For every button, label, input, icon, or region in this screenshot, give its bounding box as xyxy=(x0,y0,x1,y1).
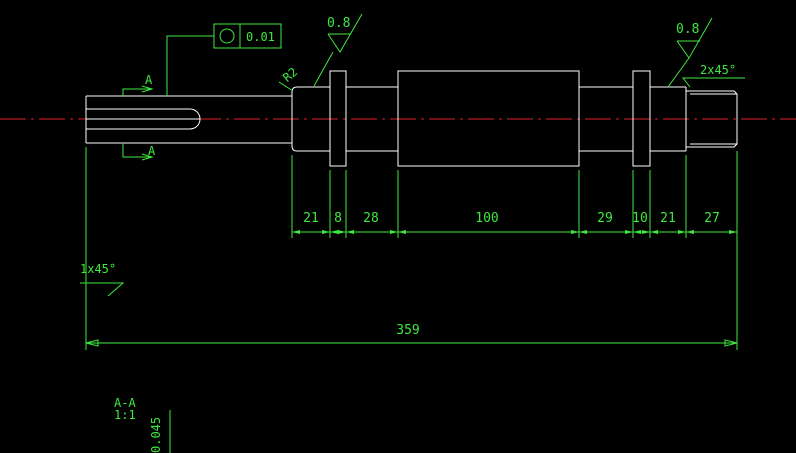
arrowhead-icon xyxy=(625,230,633,234)
section-marker-top: A xyxy=(122,73,154,96)
roughness-symbol-icon xyxy=(327,13,363,53)
tolerance-frame: 0.01 xyxy=(166,23,282,96)
collar-right xyxy=(632,70,651,167)
extension-lines xyxy=(85,147,738,350)
dim-8: 8 xyxy=(334,211,342,226)
arrowhead-icon xyxy=(642,230,650,234)
chamfer-left: 1x45° xyxy=(80,262,125,297)
arrowhead-icon xyxy=(633,230,641,234)
arrowhead-icon xyxy=(346,230,354,234)
dim-29: 29 xyxy=(597,211,613,226)
segment-29 xyxy=(579,86,633,152)
arrowhead-icon xyxy=(292,230,300,234)
arrowhead-icon xyxy=(724,339,738,347)
arrowhead-icon xyxy=(85,339,99,347)
arrowhead-icon xyxy=(650,230,658,234)
arrowhead-icon xyxy=(571,230,579,234)
chamfer-left-label: 1x45° xyxy=(80,262,116,276)
chamfer-left-leader xyxy=(80,282,125,297)
arrowhead-icon xyxy=(338,230,346,234)
thread-minor-lines xyxy=(690,93,737,145)
arrowhead-icon xyxy=(390,230,398,234)
dim-21-right: 21 xyxy=(660,211,676,226)
dim-21-left: 21 xyxy=(303,211,319,226)
arrowhead-icon xyxy=(686,230,694,234)
collar-left xyxy=(329,70,347,167)
fillet-label: R2 xyxy=(280,65,300,85)
section-letter-bottom: A xyxy=(148,144,156,158)
roughness-left-value: 0.8 xyxy=(327,16,350,31)
chamfer-right-label: 2x45° xyxy=(700,63,736,77)
dim-27: 27 xyxy=(704,211,720,226)
tolerance-leader xyxy=(166,35,214,96)
section-view: A-A 1:1 0.045 xyxy=(114,396,171,453)
roughness-left-leader xyxy=(313,51,334,87)
arrowhead-icon xyxy=(729,230,737,234)
arrowhead-icon xyxy=(141,153,154,161)
roughness-right-leader xyxy=(667,57,690,88)
section-view-title: A-A xyxy=(114,396,136,410)
roughness-right: 0.8 xyxy=(667,17,713,88)
section-view-depth: 0.045 xyxy=(149,417,163,453)
arrowhead-icon xyxy=(579,230,587,234)
section-letter-top: A xyxy=(145,73,153,87)
overall-length-label: 359 xyxy=(396,323,419,338)
chamfer-right: 2x45° xyxy=(681,63,745,88)
circularity-icon xyxy=(219,28,235,44)
fillet-leader xyxy=(278,81,294,92)
arrowhead-icon xyxy=(398,230,406,234)
shaft-step-fillet xyxy=(291,86,330,152)
roughness-left: 0.8 xyxy=(313,13,363,87)
arrowhead-icon xyxy=(322,230,330,234)
dim-100: 100 xyxy=(475,211,498,226)
segment-28 xyxy=(346,86,398,152)
section-marker-bottom: A xyxy=(122,143,156,161)
chamfer-right-leader xyxy=(681,77,745,88)
threaded-end xyxy=(686,90,738,148)
segment-dimension-arrows xyxy=(292,230,737,234)
dim-28: 28 xyxy=(363,211,379,226)
arrowhead-icon xyxy=(330,230,338,234)
arrowhead-icon xyxy=(678,230,686,234)
shaft-body xyxy=(397,70,580,167)
section-arrow-top xyxy=(122,88,152,96)
tolerance-value: 0.01 xyxy=(246,30,275,44)
arrowhead-icon xyxy=(141,85,154,93)
roughness-right-value: 0.8 xyxy=(676,22,699,37)
dim-10: 10 xyxy=(632,211,648,226)
section-view-scale: 1:1 xyxy=(114,408,136,422)
section-arrow-bottom xyxy=(122,143,152,158)
